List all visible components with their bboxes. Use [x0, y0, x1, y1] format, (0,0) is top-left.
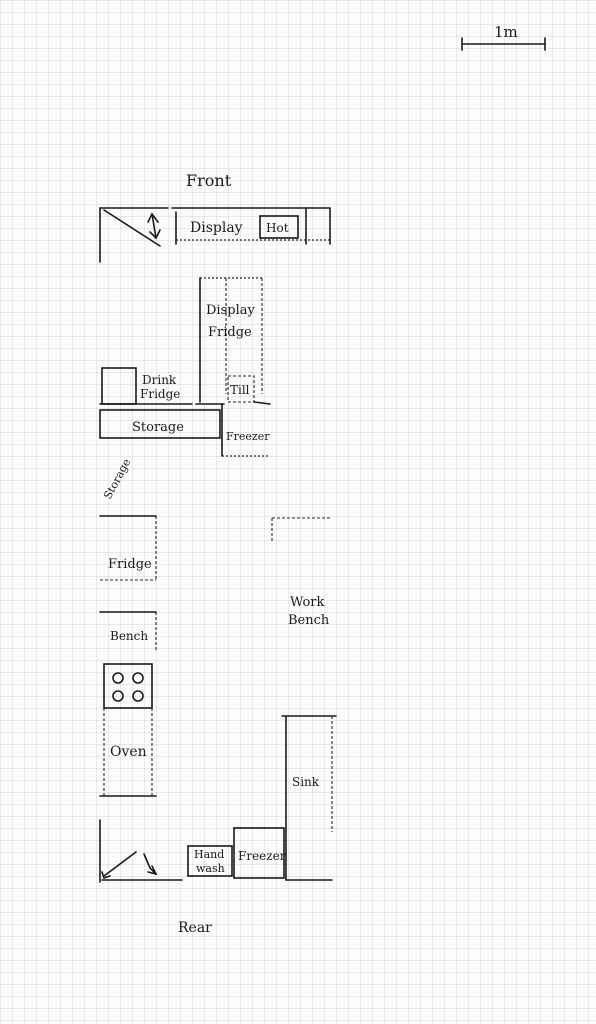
hand-wash-label-2: wash [196, 862, 225, 875]
oven-unit: Oven [99, 708, 157, 797]
display-counter: Display [171, 207, 331, 245]
drink-fridge-label-2: Fridge [140, 387, 180, 401]
sink-unit: Sink [281, 715, 337, 881]
freezer-top-label: Freezer [226, 430, 270, 443]
till-label: Till [230, 383, 250, 397]
hand-wash-label-1: Hand [194, 848, 224, 861]
storage-side: Storage [101, 456, 133, 501]
work-bench-label-2: Bench [288, 613, 330, 628]
storage-top: Storage [99, 403, 225, 439]
display-fridge-label-2: Fridge [208, 325, 252, 340]
scale-label: 1m [494, 23, 518, 41]
hand-wash: Hand wash [187, 845, 233, 877]
bench-label: Bench [110, 629, 148, 643]
drink-fridge-label-1: Drink [142, 373, 177, 387]
display-fridge-label-1: Display [206, 303, 255, 318]
storage-side-label: Storage [101, 456, 133, 501]
hot-label: Hot [266, 221, 289, 235]
fridge-label: Fridge [108, 557, 152, 572]
oven-label: Oven [110, 744, 147, 760]
display-fridge: Display Fridge [199, 277, 263, 403]
front-label: Front [186, 171, 232, 190]
bench-unit: Bench [99, 611, 157, 650]
freezer-bottom-label: Freezer [238, 849, 286, 863]
rear-label: Rear [178, 920, 212, 936]
freezer-bottom: Freezer [233, 827, 286, 879]
freezer-top: Freezer [221, 403, 270, 457]
storage-top-label: Storage [132, 420, 184, 435]
drink-fridge: Drink Fridge [99, 367, 193, 405]
till-unit: Till [227, 375, 271, 405]
cooktop [103, 663, 153, 709]
display-label: Display [190, 220, 243, 236]
fridge-unit: Fridge [99, 515, 157, 581]
front-door [99, 207, 169, 263]
work-bench-label-1: Work [290, 595, 325, 610]
rear-door [99, 819, 333, 883]
work-bench: Work Bench [271, 517, 332, 628]
scale-bar: 1m [461, 23, 546, 51]
hot-unit: Hot [259, 215, 299, 239]
sink-label: Sink [292, 775, 320, 789]
